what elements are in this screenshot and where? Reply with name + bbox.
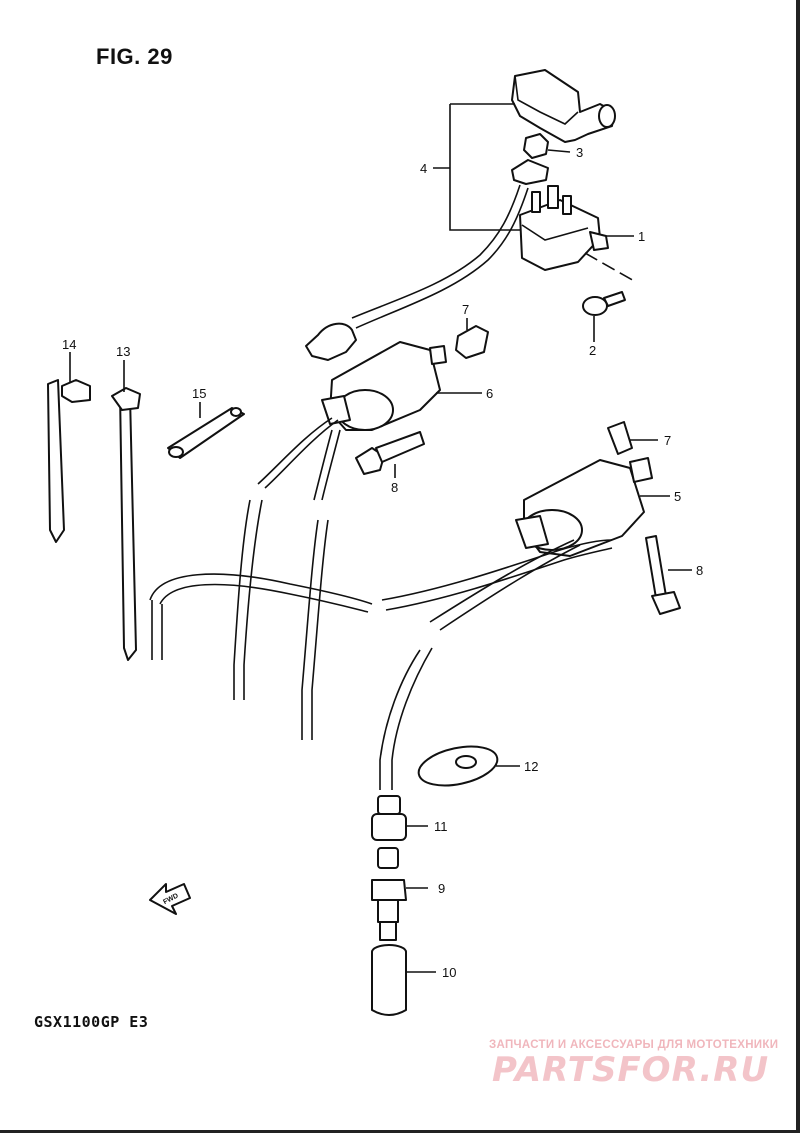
- callout-2: 2: [589, 343, 596, 358]
- relay-nut: [523, 133, 549, 159]
- relay-lead-wire: [305, 184, 529, 361]
- callout-9: 9: [438, 881, 445, 896]
- relay-cover: [511, 69, 616, 143]
- callout-3: 3: [576, 145, 583, 160]
- bolt-lower: [645, 535, 681, 615]
- callout-7-upper: 7: [462, 302, 469, 317]
- watermark-subtitle: ЗАПЧАСТИ И АКСЕССУАРЫ ДЛЯ МОТОТЕХНИКИ: [489, 1039, 779, 1051]
- model-code: GSX1100GP E3: [34, 1013, 149, 1031]
- starter-relay: [511, 159, 609, 271]
- callout-5: 5: [674, 489, 681, 504]
- cap-lower: [607, 421, 633, 455]
- callout-13: 13: [116, 344, 130, 359]
- callout-6: 6: [486, 386, 493, 401]
- ignition-coil-lower: [515, 457, 653, 557]
- callout-11: 11: [434, 819, 448, 834]
- spark-plug-leads: [149, 417, 613, 790]
- ignition-coil-upper: [321, 341, 447, 431]
- callout-4: 4: [420, 161, 427, 176]
- clamp: [167, 407, 245, 459]
- relay-screw: [582, 291, 626, 316]
- screw-leader-dash: [584, 252, 637, 283]
- cap-upper: [455, 325, 489, 359]
- forward-arrow-icon: [149, 883, 191, 915]
- bolt-upper: [355, 431, 425, 475]
- callout-8-lower: 8: [696, 563, 703, 578]
- callout-12: 12: [524, 759, 538, 774]
- callout-7-lower: 7: [664, 433, 671, 448]
- callout-8-upper: 8: [391, 480, 398, 495]
- grommet: [417, 745, 499, 787]
- callout-1: 1: [638, 229, 645, 244]
- band-13: [111, 387, 141, 661]
- leader-lines: [69, 103, 692, 973]
- band-14: [47, 379, 91, 543]
- callout-14: 14: [62, 337, 76, 352]
- watermark-brand: PARTSFOR.RU: [492, 1050, 770, 1090]
- plug-cap-assembly: [371, 795, 407, 1016]
- scan-edge-right: [796, 0, 800, 1133]
- figure-title: FIG. 29: [96, 44, 173, 69]
- callout-15: 15: [192, 386, 206, 401]
- callout-10: 10: [442, 965, 456, 980]
- scan-edge-bottom: [0, 1130, 800, 1133]
